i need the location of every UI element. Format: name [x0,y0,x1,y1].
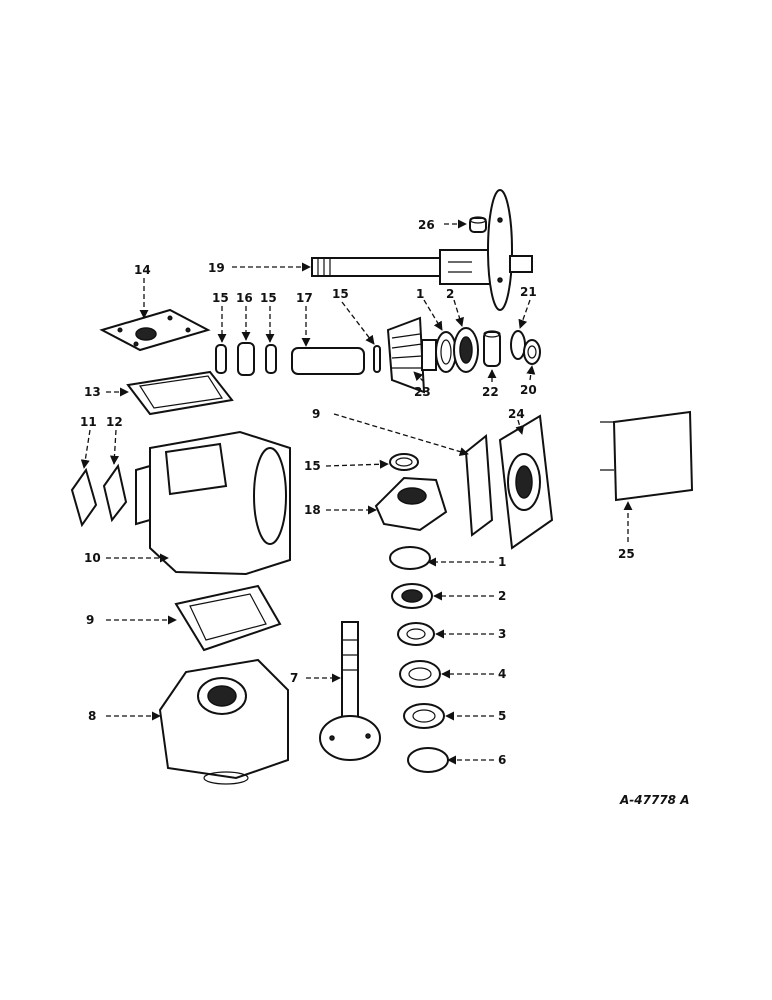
callout-7: 7 [290,671,298,685]
part-17-tube [291,347,365,375]
callout-15-right: 15 [260,291,277,305]
callout-20: 20 [520,383,537,397]
part-14-cover-plate [99,308,211,352]
part-21-washer [510,330,526,360]
callout-12: 12 [106,415,123,429]
part-3-seal [397,622,435,646]
callout-23: 23 [414,385,431,399]
part-6-snap-ring [407,747,449,773]
callout-22: 22 [482,385,499,399]
part-9-gasket-lower [174,584,282,652]
callout-3: 3 [498,627,506,641]
part-13-gasket [126,370,234,416]
callout-4: 4 [498,667,506,681]
callout-9-upper: 9 [312,407,320,421]
part-15-ring-middle [389,453,419,471]
part-11-gasket [70,467,98,528]
part-26-bushing [469,216,487,233]
callout-14: 14 [134,263,151,277]
callout-11: 11 [80,415,97,429]
part-12-gasket [102,463,128,523]
part-1-ring-upper [435,331,457,373]
callout-25: 25 [618,547,635,561]
callout-1-lower: 1 [498,555,506,569]
part-23-bevel-gear [386,316,437,394]
part-16-spacer [237,342,255,376]
callout-15-gear: 15 [332,287,349,301]
callout-13: 13 [84,385,101,399]
callout-15-left: 15 [212,291,229,305]
part-2-bearing [391,583,433,609]
part-24-flange-housing [498,414,554,550]
part-22-collar [483,330,501,367]
part-8-housing [158,658,289,785]
callout-6: 6 [498,753,506,767]
figure-reference: A-47778 A [619,793,689,807]
part-2-bearing-upper [453,327,479,373]
callout-24: 24 [508,407,525,421]
part-18-bevel-gear [374,476,448,532]
callout-2-lower: 2 [498,589,506,603]
callout-9-lower: 9 [86,613,94,627]
part-5-washer [403,703,445,729]
part-15-ring-gear [373,345,381,373]
callout-10: 10 [84,551,101,565]
callout-17: 17 [296,291,313,305]
leader-lines [80,219,633,765]
callout-18: 18 [304,503,321,517]
callout-2-upper: 2 [446,287,454,301]
callout-26: 26 [418,218,435,232]
callout-8: 8 [88,709,96,723]
part-25-shield [600,410,694,502]
callout-labels: 26 19 14 15 16 15 17 15 1 2 21 23 22 20 … [80,218,689,807]
part-15-ring-left [215,344,227,374]
part-4-retainer [399,660,441,688]
part-20-nut [523,339,541,365]
part-1-snap-ring [389,546,431,570]
part-19-shaft [311,189,533,311]
callout-1-upper: 1 [416,287,424,301]
callout-21: 21 [520,285,537,299]
part-7-shaft [319,621,381,761]
callout-5: 5 [498,709,506,723]
callout-15-middle: 15 [304,459,321,473]
part-10-gear-case [135,430,291,576]
part-15-ring-right [265,344,277,374]
part-9-gasket-side [464,434,494,537]
callout-19: 19 [208,261,225,275]
callout-16: 16 [236,291,253,305]
